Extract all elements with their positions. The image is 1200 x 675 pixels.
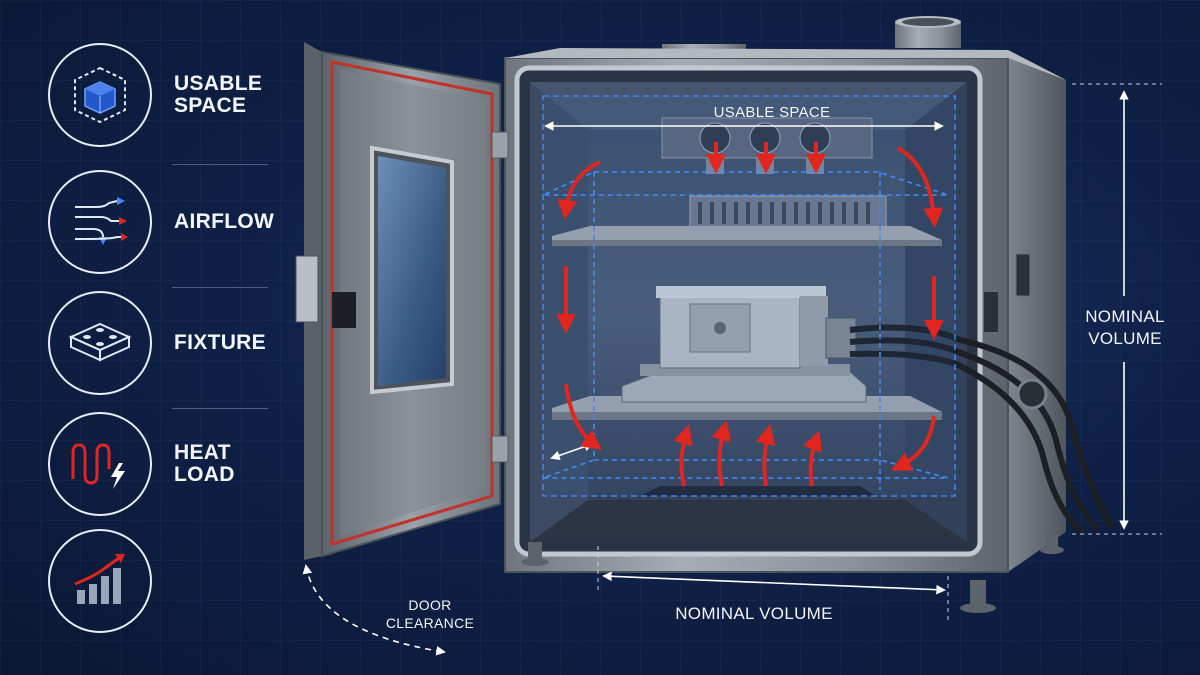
door-hinge-upper bbox=[491, 131, 509, 159]
nominal-volume-right-label: NOMINAL VOLUME bbox=[1085, 307, 1165, 348]
floor-grille bbox=[640, 486, 876, 496]
legend-divider bbox=[172, 164, 268, 165]
door-clearance-label: DOOR CLEARANCE bbox=[385, 597, 475, 631]
legend-item-usable-space: USABLE SPACE bbox=[48, 40, 278, 150]
legend-label-heat-load: HEAT LOAD bbox=[174, 441, 235, 486]
rising-bar-chart-icon bbox=[48, 529, 152, 633]
nominal-volume-height-dimension bbox=[1072, 83, 1162, 535]
legend-item-performance bbox=[48, 526, 278, 636]
heat-coil-icon bbox=[48, 412, 152, 516]
legend-label-airflow: AIRFLOW bbox=[174, 210, 275, 233]
upper-shelf bbox=[552, 226, 942, 246]
legend-divider bbox=[172, 408, 268, 409]
door-hinge-lower bbox=[491, 435, 509, 463]
rear-grille-slots bbox=[698, 202, 870, 224]
chamber-door bbox=[295, 42, 509, 560]
airflow-icon bbox=[48, 170, 152, 274]
legend-label-usable-space: USABLE SPACE bbox=[174, 72, 263, 117]
legend-divider bbox=[172, 287, 268, 288]
fixture-plate-icon bbox=[48, 291, 152, 395]
usable-space-fill bbox=[543, 96, 955, 496]
door-clearance-arc bbox=[302, 564, 446, 656]
test-fixture bbox=[621, 286, 867, 403]
legend-label-fixture: FIXTURE bbox=[174, 331, 266, 354]
airflow-arrows bbox=[556, 142, 944, 487]
cube-icon bbox=[48, 43, 152, 147]
top-exhaust-port bbox=[895, 16, 961, 48]
cable-port bbox=[1016, 378, 1048, 410]
legend-item-heat-load: HEAT LOAD bbox=[48, 409, 278, 519]
legend-item-airflow: AIRFLOW bbox=[48, 167, 278, 277]
legend-item-fixture: FIXTURE bbox=[48, 288, 278, 398]
legend: USABLE SPACE AIRFLOW bbox=[0, 0, 290, 675]
nominal-volume-width-dimension bbox=[597, 546, 949, 622]
body-latch bbox=[984, 292, 998, 332]
usable-space-label: USABLE SPACE bbox=[713, 104, 831, 121]
usable-space-volume bbox=[542, 95, 956, 497]
side-switch bbox=[1015, 253, 1031, 297]
door-handle bbox=[332, 292, 356, 328]
cabinet-feet bbox=[521, 534, 1064, 613]
nominal-volume-bottom-label: NOMINAL VOLUME bbox=[675, 604, 833, 623]
